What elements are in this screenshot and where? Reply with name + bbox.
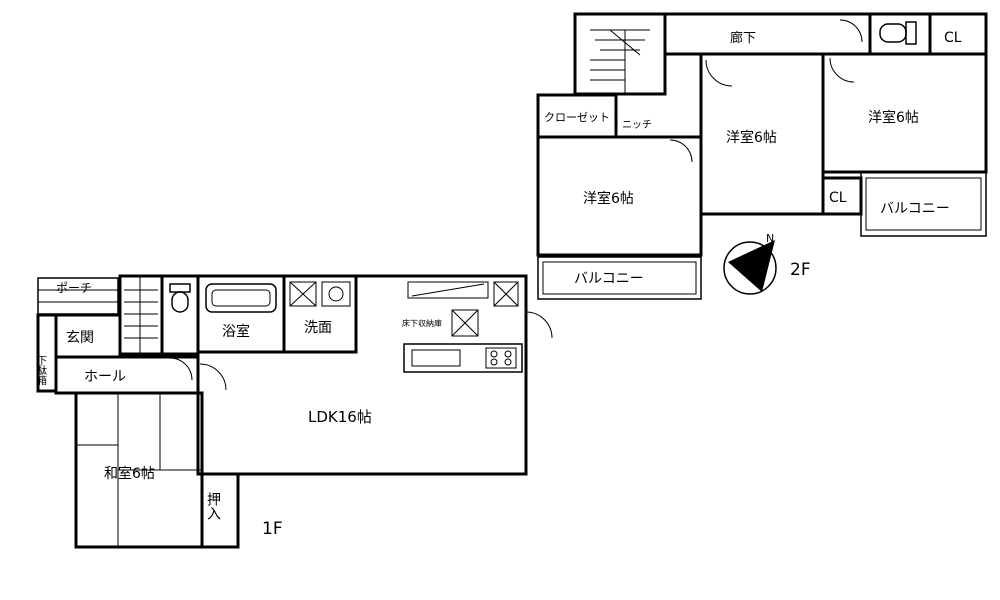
room-label: 洋室6帖 [726, 129, 777, 146]
door-swing [705, 59, 733, 87]
floor-2f: 廊下 CL クローゼット ニッチ 洋室6帖 洋 [536, 12, 988, 300]
room-label: 下駄箱 [35, 355, 47, 386]
room-washroom: 洗面 [282, 274, 358, 354]
room-label: 洗面 [304, 320, 332, 336]
room-hallway-2f: 廊下 [663, 12, 872, 56]
room-western-right: 洋室6帖 [821, 52, 988, 174]
bathtub-icon [205, 283, 277, 313]
room-label: ポーチ [56, 281, 92, 295]
room-porch: ポーチ [37, 277, 119, 315]
room-balcony-left: バルコニー [537, 256, 702, 300]
stairs-2f [573, 12, 667, 96]
room-label: 洋室6帖 [583, 190, 634, 207]
room-toilet-2f [868, 12, 932, 56]
door-swing [525, 311, 553, 339]
stairs-1f [118, 274, 164, 356]
room-label: クローゼット [544, 111, 610, 124]
room-western-mid: 洋室6帖 [699, 52, 825, 216]
room-toilet-1f [160, 274, 200, 356]
room-closet-2f: クローゼット [536, 93, 618, 139]
room-western-left: 洋室6帖 [536, 135, 703, 257]
compass: N [723, 232, 777, 295]
room-balcony-right: バルコニー [860, 171, 987, 237]
door-swing [829, 57, 855, 83]
room-label: 玄関 [66, 329, 94, 346]
room-entrance: 玄関 [54, 313, 122, 359]
toilet-icon [879, 23, 907, 43]
room-label: LDK16帖 [308, 408, 372, 426]
room-label: バルコニー [880, 201, 950, 217]
door-swing [839, 19, 863, 43]
room-cl-mid: CL [821, 176, 863, 216]
compass-north-label: N [766, 232, 774, 245]
kitchen-counter [403, 343, 523, 373]
room-shoe-storage: 下駄箱 [35, 313, 58, 393]
door-swing [669, 139, 693, 163]
room-label: CL [829, 190, 847, 206]
room-label: 洋室6帖 [868, 109, 919, 126]
room-bath: 浴室 [196, 274, 286, 354]
floor-1f: ポーチ 下駄箱 玄関 [35, 274, 553, 549]
room-label: 和室6帖 [104, 465, 155, 482]
door-swing [199, 363, 227, 391]
toilet-icon [169, 283, 191, 293]
room-label: CL [944, 30, 962, 46]
underfloor-label: 床下収納庫 [402, 318, 442, 328]
floor-label-2f: 2F [790, 260, 811, 280]
room-cl-top: CL [928, 12, 988, 56]
room-label: ホール [84, 369, 126, 385]
room-label: 浴室 [222, 323, 250, 340]
room-ldk: 床下収納庫 LDK16帖 [196, 274, 553, 476]
door-swing [169, 357, 193, 381]
room-oshiire: 押入 [200, 472, 240, 549]
room-label: バルコニー [574, 271, 644, 287]
floor-label-1f: 1F [262, 519, 283, 539]
room-hall: ホール [54, 355, 200, 395]
compass-needle-icon [728, 240, 775, 292]
niche-label: ニッチ [622, 119, 652, 131]
room-label: 押入 [205, 492, 221, 520]
room-japanese: 和室6帖 [74, 391, 204, 549]
room-label: 廊下 [730, 30, 756, 46]
